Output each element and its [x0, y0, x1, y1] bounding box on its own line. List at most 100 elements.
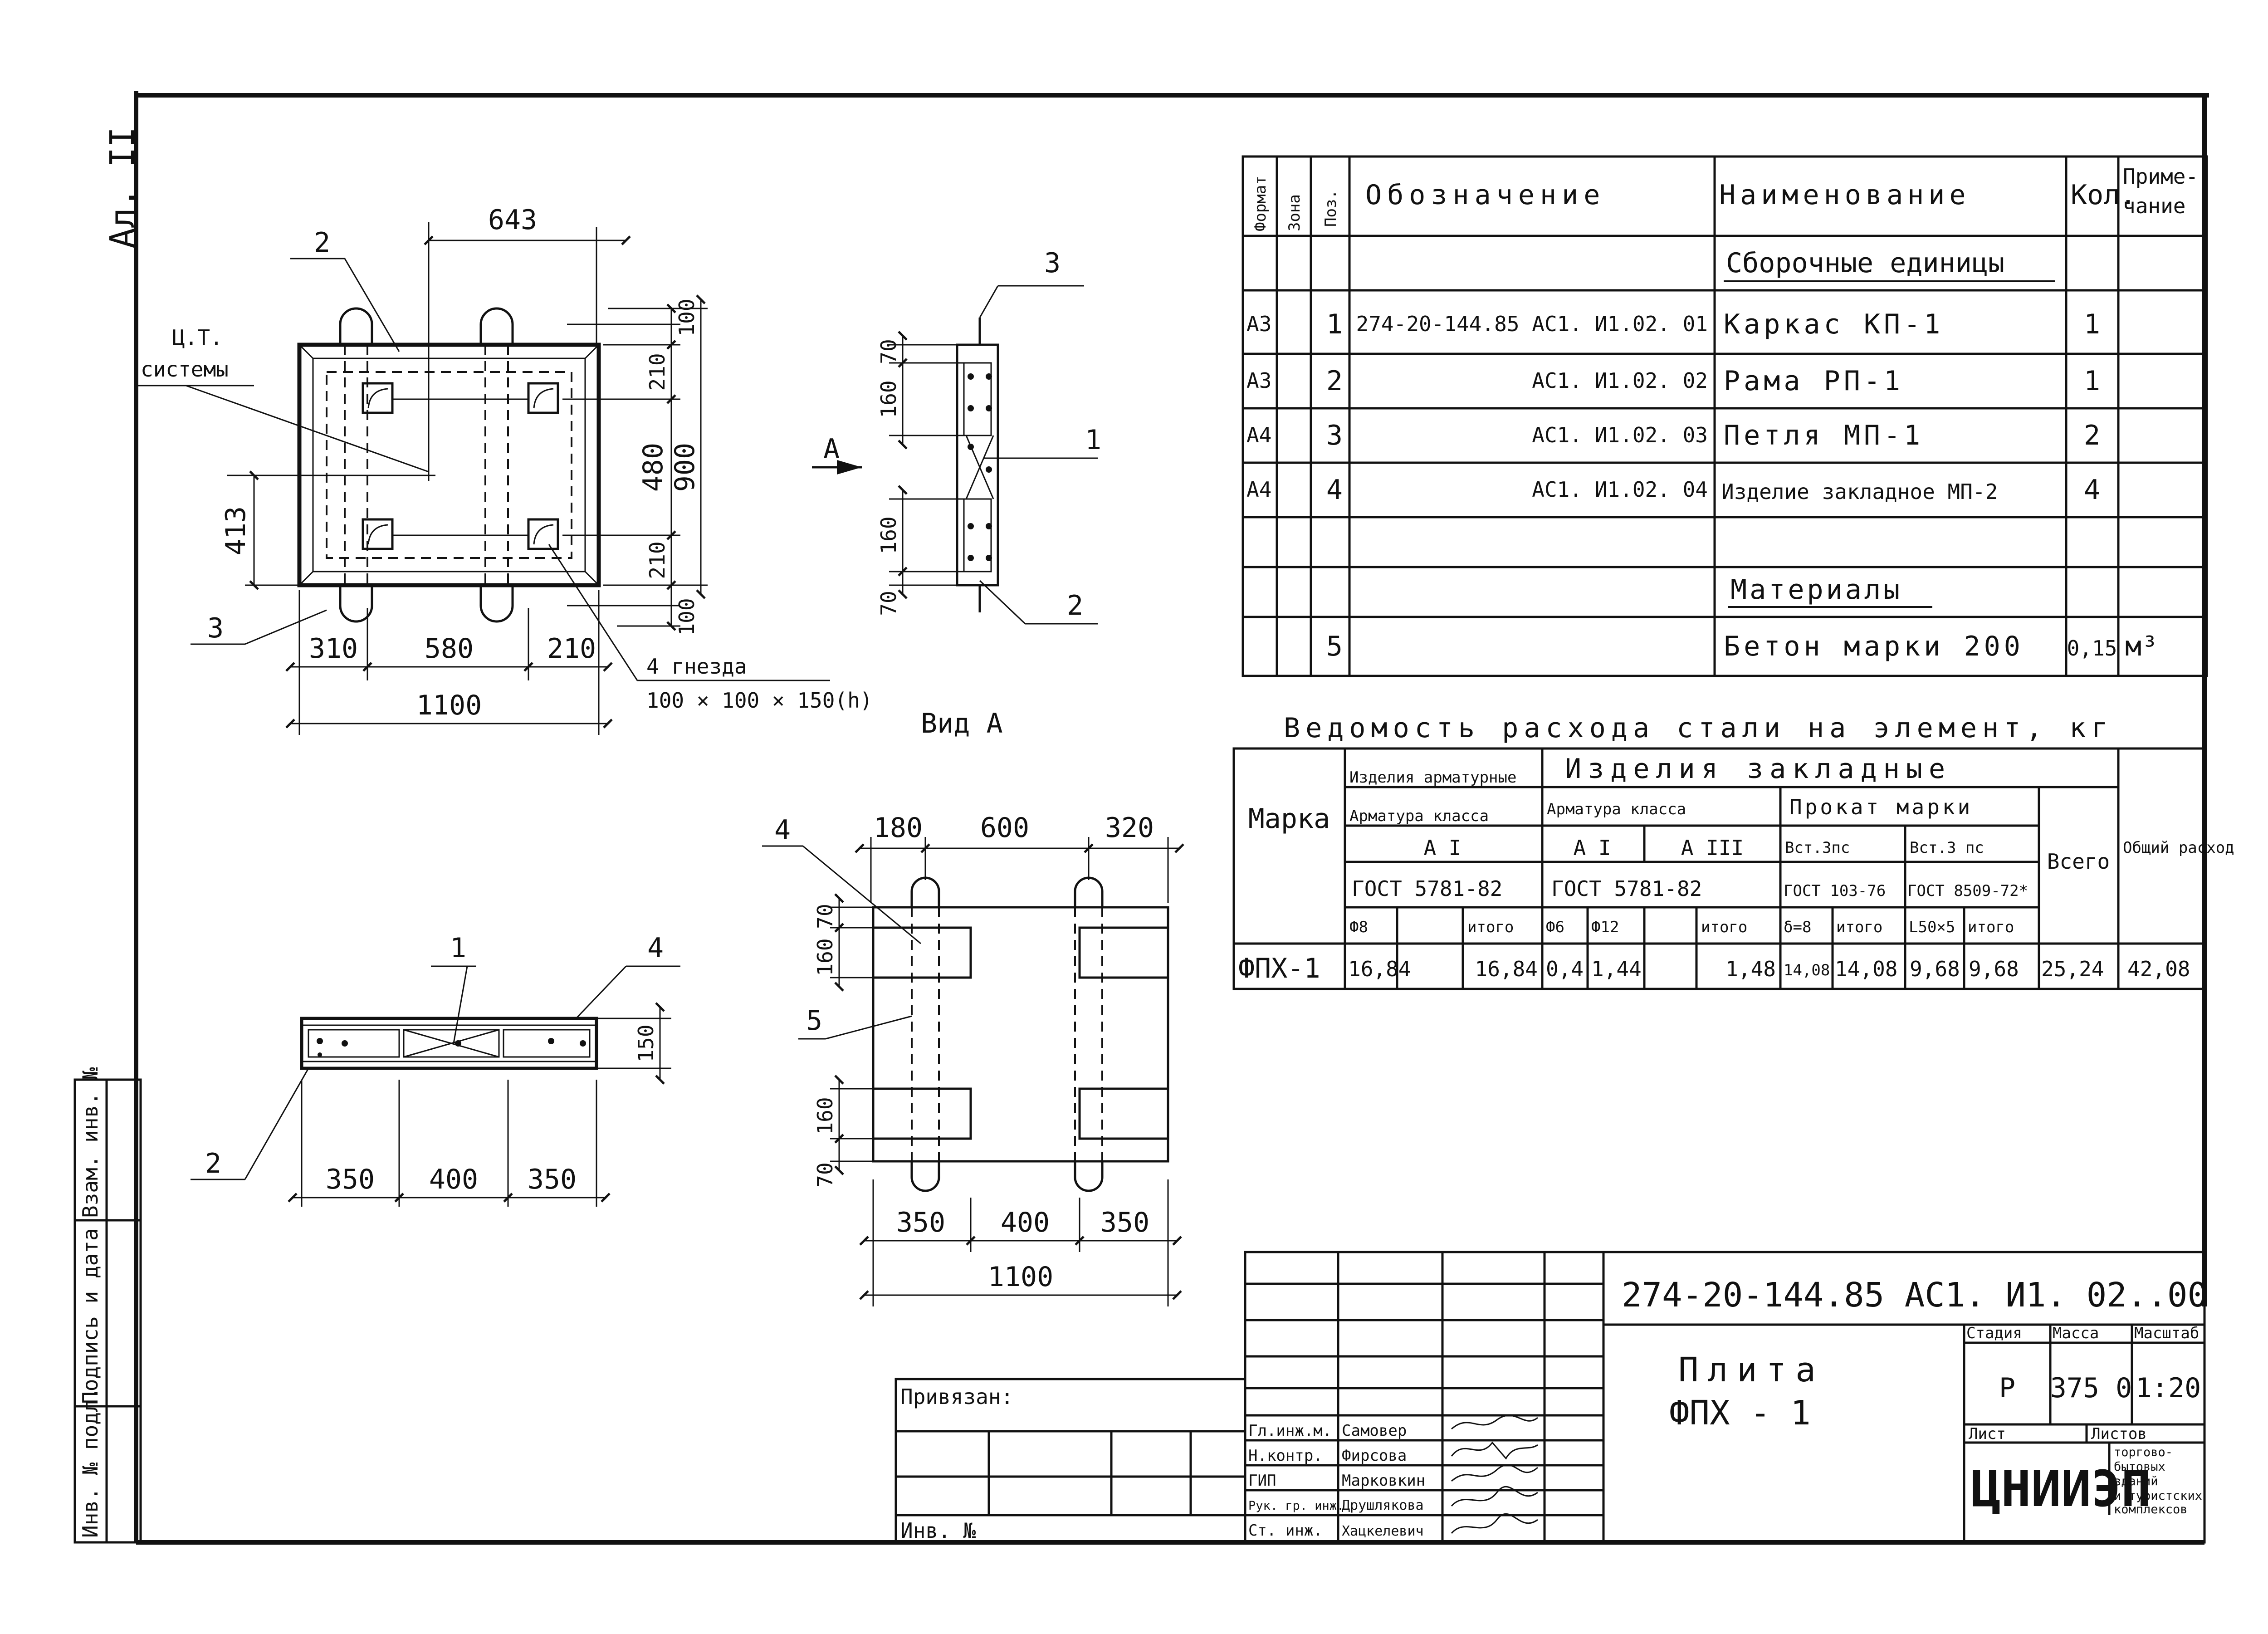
dim-label: 480 [637, 443, 669, 492]
dim-label: 580 [425, 633, 474, 665]
steel-header-a1: А I [1423, 836, 1461, 860]
side-stamp: Взам. инв. № Подпись и дата Инв. № подл. [73, 1067, 142, 1544]
steel-subheader: δ=8 [1784, 918, 1811, 936]
person-name: Самовер [1342, 1422, 1407, 1440]
position-label: 4 [647, 932, 664, 964]
spec-name: Изделие закладное МП-2 [1721, 479, 1998, 504]
dim-label: 180 [874, 812, 923, 844]
product-mark: ФПХ - 1 [1669, 1394, 1811, 1433]
frame-plan-view [762, 837, 1184, 1306]
steel-header-embedded: Изделия закладные [1565, 753, 1951, 785]
position-label: 2 [205, 1148, 221, 1179]
spec-qty: 2 [2084, 420, 2100, 451]
spec-header-zone: Зона [1286, 194, 1304, 231]
steel-header-gost: ГОСТ 5781-82 [1352, 876, 1502, 901]
person-name: Друшлякова [1342, 1497, 1424, 1513]
steel-header-vst: Вст.3 пс [1910, 839, 1984, 857]
holes-label: 100 × 100 × 150(h) [646, 688, 873, 713]
spec-format: А4 [1246, 423, 1271, 447]
scale-value: 1:20 [2136, 1372, 2201, 1404]
dim-label: 400 [1001, 1207, 1050, 1238]
steel-header-a3: А III [1681, 836, 1744, 860]
spec-qty: 1 [2084, 365, 2100, 397]
steel-mark: ФПХ-1 [1238, 953, 1320, 984]
sheet-corner-label: Ал. II [103, 127, 142, 248]
organization-subtitle: торгово- бытовых зданий и туристских ком… [2114, 1445, 2202, 1517]
plan-view [136, 222, 830, 735]
spec-pos: 4 [1326, 474, 1343, 506]
dim-label: 70 [813, 1162, 837, 1187]
dim-label: 400 [429, 1164, 478, 1195]
steel-header-total: Всего [2047, 849, 2110, 874]
spec-header-format: Формат [1251, 176, 1270, 231]
signatures: Гл.инж.м. Самовер Н.контр. Фирсова ГИП М… [1248, 1414, 1538, 1540]
person-role: Ст. инж. [1248, 1521, 1323, 1540]
spec-pos: 2 [1326, 365, 1343, 397]
steel-value: 1,48 [1725, 957, 1776, 981]
signature-scribble [1451, 1513, 1538, 1534]
steel-header-class: Арматура класса [1547, 800, 1686, 818]
steel-header-rebar-items: Изделия арматурные [1349, 768, 1516, 787]
steel-value: 1,44 [1591, 957, 1642, 981]
dim-label: 70 [876, 591, 901, 616]
steel-subheader: Ф6 [1546, 918, 1564, 936]
steel-value: 9,68 [1969, 957, 2019, 981]
spec-header-note: Приме- [2123, 164, 2198, 189]
spec-row-5: 5 Бетон марки 200 0,15 м³ [1326, 631, 2158, 662]
spec-name: Петля МП-1 [1724, 420, 1924, 451]
steel-value: 0,4 [1546, 957, 1584, 981]
spec-qty: 0,15 [2067, 636, 2117, 660]
dim-label: 210 [547, 633, 596, 665]
dim-label: 320 [1105, 812, 1154, 844]
org-line: зданий [2114, 1474, 2158, 1488]
position-label: 3 [1044, 247, 1061, 279]
org-line: и туристских [2114, 1489, 2202, 1503]
dim-label: 1100 [416, 690, 482, 721]
position-label: 3 [207, 612, 224, 644]
spec-pos: 5 [1326, 631, 1343, 662]
dim-label: 70 [813, 904, 837, 929]
person-role: Гл.инж.м. [1248, 1422, 1332, 1440]
spec-format: А3 [1246, 368, 1271, 393]
dim-label: 350 [528, 1164, 577, 1195]
steel-subheader: итого [1968, 918, 2014, 936]
person-name: Хацкелевич [1342, 1523, 1424, 1539]
spec-qty: 4 [2084, 474, 2100, 506]
dim-label: 310 [309, 633, 358, 665]
steel-value: 9,68 [1910, 957, 1960, 981]
spec-row-4: А4 4 АС1. И1.02. 04 Изделие закладное МП… [1246, 474, 2100, 506]
section-view [191, 965, 680, 1207]
person-name: Фирсова [1342, 1447, 1407, 1465]
dim-label: 350 [896, 1207, 945, 1238]
org-line: торгово- [2114, 1445, 2173, 1459]
org-line: комплексов [2114, 1502, 2188, 1517]
spec-pos: 1 [1326, 308, 1343, 340]
dim-label: 160 [813, 1097, 837, 1135]
holes-label: 4 гнезда [646, 654, 747, 679]
spec-header-designation: Обозначение [1365, 179, 1605, 211]
scale-header: Масштаб [2134, 1324, 2199, 1342]
person-role: Н.контр. [1248, 1447, 1323, 1465]
spec-header-qty: Кол. [2071, 179, 2136, 211]
dim-label: 100 [675, 598, 699, 636]
sheet-header: Лист [1969, 1425, 2006, 1443]
bound-label: Привязан: [900, 1384, 1013, 1409]
dim-label: 160 [876, 380, 901, 418]
steel-subheader: L50×5 [1909, 918, 1955, 936]
spec-header-name: Наименование [1719, 179, 1970, 211]
steel-header-mark: Марка [1248, 803, 1330, 835]
dim-label: 210 [645, 353, 670, 391]
dim-label: 600 [980, 812, 1029, 844]
cg-label: Ц.Т. [172, 325, 223, 350]
position-label: 2 [1067, 590, 1083, 621]
org-line: бытовых [2114, 1460, 2165, 1474]
stage-header: Стадия [1966, 1324, 2022, 1342]
steel-header-gost: ГОСТ 5781-82 [1551, 876, 1702, 901]
steel-header-vst: Вст.3пс [1785, 839, 1850, 857]
dim-label: 210 [645, 541, 670, 579]
steel-value: 42,08 [2127, 957, 2190, 981]
person-role: Рук. гр. инж. [1248, 1499, 1344, 1513]
signature-scribble [1451, 1414, 1538, 1430]
steel-value: 25,24 [2041, 957, 2104, 981]
